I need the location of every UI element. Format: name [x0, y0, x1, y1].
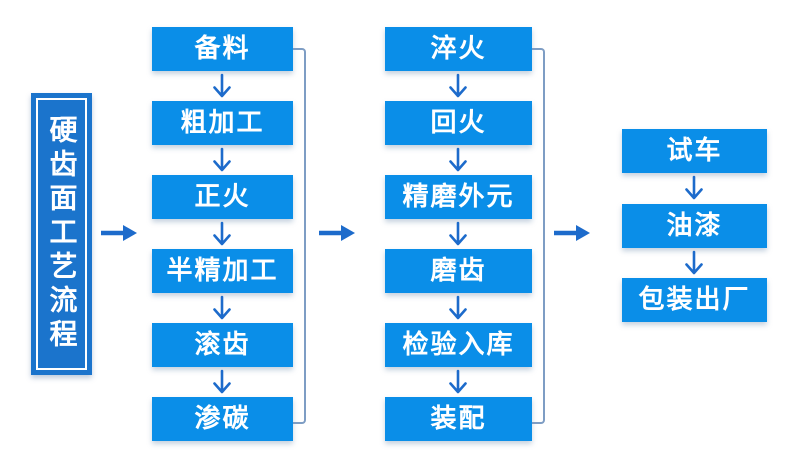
step-box: 磨齿 [385, 249, 532, 293]
down-arrow-icon [446, 147, 470, 173]
diagram-title-box: 硬齿面工艺流程 [31, 93, 92, 375]
step-box: 备料 [152, 27, 293, 71]
down-arrow-icon [210, 369, 234, 395]
connector-bracket [293, 48, 306, 424]
down-arrow-icon [210, 73, 234, 99]
down-arrow-icon [446, 221, 470, 247]
step-box: 油漆 [622, 204, 767, 248]
step-box: 包装出厂 [622, 278, 767, 322]
step-box: 正火 [152, 175, 293, 219]
down-arrow-icon [682, 250, 706, 276]
right-arrow-icon [99, 222, 139, 244]
down-arrow-icon [446, 369, 470, 395]
right-arrow-icon [552, 222, 592, 244]
connector-bracket [532, 48, 545, 424]
down-arrow-icon [210, 295, 234, 321]
diagram-title-inner-border: 硬齿面工艺流程 [36, 98, 87, 370]
step-box: 滚齿 [152, 323, 293, 367]
step-box: 渗碳 [152, 397, 293, 441]
down-arrow-icon [682, 175, 706, 201]
down-arrow-icon [210, 221, 234, 247]
step-box: 半精加工 [152, 249, 293, 293]
step-box: 检验入库 [385, 323, 532, 367]
step-box: 粗加工 [152, 101, 293, 145]
down-arrow-icon [210, 147, 234, 173]
step-box: 装配 [385, 397, 532, 441]
diagram-title: 硬齿面工艺流程 [45, 115, 79, 353]
step-box: 精磨外元 [385, 175, 532, 219]
step-box: 试车 [622, 129, 767, 173]
step-box: 回火 [385, 101, 532, 145]
step-box: 淬火 [385, 27, 532, 71]
down-arrow-icon [446, 295, 470, 321]
right-arrow-icon [317, 222, 357, 244]
down-arrow-icon [446, 73, 470, 99]
